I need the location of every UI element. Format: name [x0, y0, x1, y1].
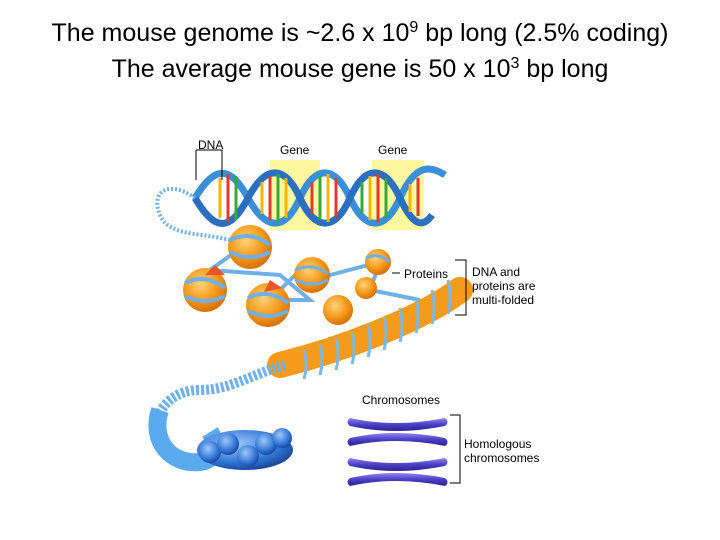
chromosomes-label: Chromosomes [362, 393, 441, 407]
homologous-label-line-2: chromosomes [464, 451, 540, 465]
linker-dna [155, 186, 246, 247]
title-line-1-text: The mouse genome is ~2.6 x 10 [51, 19, 410, 47]
nucleosomes [183, 225, 421, 327]
title-line-1-suffix: bp long (2.5% coding) [418, 19, 669, 47]
homologous-chromosomes [347, 418, 448, 486]
multifolded-label-line-2: proteins are [472, 279, 536, 293]
title-line-2-suffix: bp long [519, 55, 609, 83]
multifolded-label-line-3: multi-folded [472, 293, 535, 307]
gene-label-1: Gene [280, 143, 310, 157]
multifolded-bracket [455, 259, 467, 316]
title-line-1-exponent: 9 [409, 19, 419, 36]
title-line-2-exponent: 3 [510, 55, 520, 72]
label-brackets [195, 149, 467, 484]
condensed-chromatin [197, 428, 293, 470]
gene-label-2: Gene [378, 143, 408, 157]
dna-double-helix [191, 165, 447, 227]
chromosome-2 [347, 458, 448, 486]
homologous-bracket [450, 414, 461, 484]
proteins-label: Proteins [404, 267, 449, 281]
homologous-label-line-1: Homologous [464, 437, 532, 451]
title-line-2: The average mouse gene is 50 x 103 bp lo… [0, 54, 720, 84]
multifolded-label-line-1: DNA and [472, 265, 521, 279]
homologous-label: Homologous chromosomes [464, 437, 539, 465]
chromosome-1 [347, 418, 448, 446]
dna-bracket [195, 149, 223, 180]
chromatin-fiber [150, 277, 473, 427]
title-line-2-text: The average mouse gene is 50 x 10 [111, 55, 511, 83]
dna-label: DNA [198, 138, 224, 152]
title-line-1: The mouse genome is ~2.6 x 109 bp long (… [0, 18, 720, 48]
multifolded-label: DNA and proteins are multi-folded [472, 265, 535, 307]
